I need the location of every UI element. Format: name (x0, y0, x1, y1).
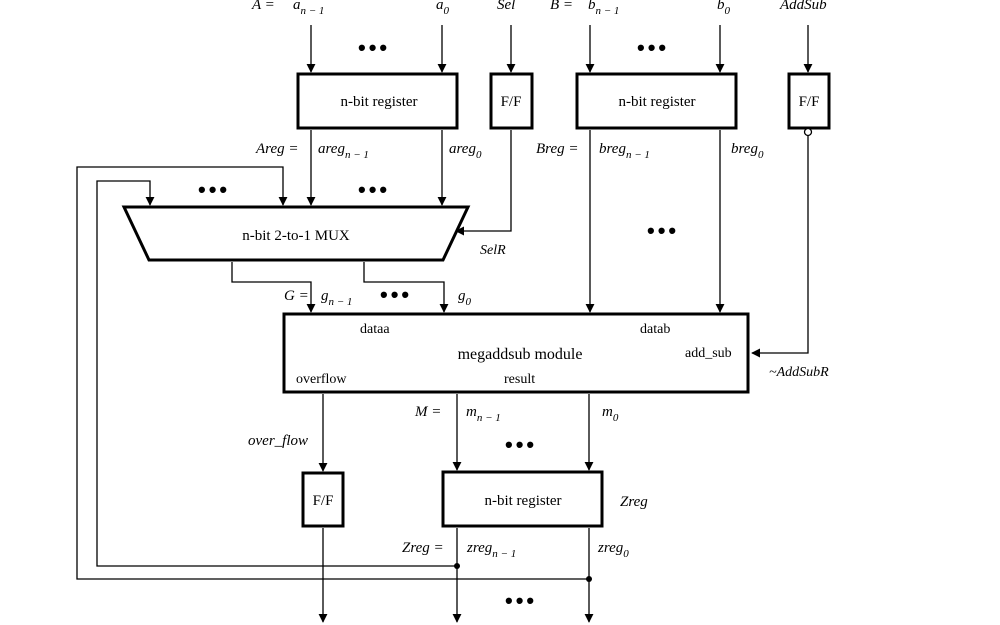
g-lsb-wire (363, 262, 449, 313)
mux-label: n-bit 2-to-1 MUX (242, 228, 350, 244)
breg-msb-label: bregn − 1 (599, 141, 650, 161)
a-input-ellipsis: ••• (358, 35, 390, 60)
zreg-msb-feedback-wire (96, 180, 457, 567)
overflow-flipflop (301, 471, 345, 528)
breg-ellipsis: ••• (647, 218, 679, 243)
b-msb-label: bn − 1 (588, 0, 619, 17)
b-register-label: n-bit register (618, 94, 695, 110)
inverter-bubble (803, 127, 813, 137)
zreg-lsb-label: zreg0 (597, 540, 629, 560)
z-register-label: n-bit register (484, 493, 561, 509)
sel-flipflop-label: F/F (501, 94, 522, 110)
g-lsb-label: g0 (458, 288, 472, 308)
add-sub-port-label: add_sub (685, 346, 732, 361)
zreg-msb-label: zregn − 1 (466, 540, 516, 560)
zreg-eq-label: Zreg = (402, 540, 444, 556)
megaddsub-title: megaddsub module (458, 346, 583, 363)
zreg-ellipsis: ••• (505, 588, 537, 613)
zreg-name-label: Zreg (620, 494, 648, 510)
areg-lsb-label: areg0 (449, 141, 482, 161)
a-register (296, 72, 459, 130)
megaddsub-module (282, 312, 750, 394)
addsub-label: AddSub (779, 0, 827, 13)
zreg-lsb-feedback-wire (76, 166, 589, 580)
m-msb-label: mn − 1 (466, 404, 501, 424)
m-ellipsis: ••• (505, 432, 537, 457)
over-flow-label: over_flow (248, 433, 308, 449)
g-msb-wire (231, 262, 316, 313)
m-lsb-label: m0 (602, 404, 619, 424)
b-register (575, 72, 738, 130)
g-msb-label: gn − 1 (321, 288, 352, 308)
feedback-ellipsis: ••• (198, 177, 230, 202)
areg-msb-label: aregn − 1 (318, 141, 369, 161)
overflow-flipflop-label: F/F (313, 493, 334, 509)
b-lsb-label: b0 (717, 0, 731, 17)
b-eq-label: B = (550, 0, 573, 13)
breg-eq-label: Breg = (536, 141, 578, 157)
z-register (441, 470, 604, 528)
a-register-label: n-bit register (340, 94, 417, 110)
dataa-port-label: dataa (360, 322, 390, 337)
addsub-flipflop-label: F/F (799, 94, 820, 110)
selr-wire (455, 130, 512, 236)
addsubr-label: ~AddSubR (769, 365, 829, 380)
a-eq-label: A = (251, 0, 275, 13)
g-ellipsis: ••• (380, 282, 412, 307)
sel-flipflop (489, 72, 534, 130)
selr-label: SelR (480, 243, 506, 258)
datab-port-label: datab (640, 322, 670, 337)
breg-lsb-label: breg0 (731, 141, 764, 161)
g-eq-label: G = (284, 288, 309, 304)
overflow-port-label: overflow (296, 372, 347, 387)
sel-label: Sel (497, 0, 515, 13)
addsubr-wire (751, 136, 809, 358)
a-lsb-label: a0 (436, 0, 450, 17)
areg-eq-label: Areg = (255, 141, 298, 157)
b-input-ellipsis: ••• (637, 35, 669, 60)
a-msb-label: an − 1 (293, 0, 324, 17)
result-port-label: result (504, 372, 535, 387)
zreg-msb-junction (454, 563, 460, 569)
areg-ellipsis: ••• (358, 177, 390, 202)
mux (121, 205, 471, 262)
m-eq-label: M = (414, 404, 441, 420)
zreg-lsb-junction (586, 576, 592, 582)
